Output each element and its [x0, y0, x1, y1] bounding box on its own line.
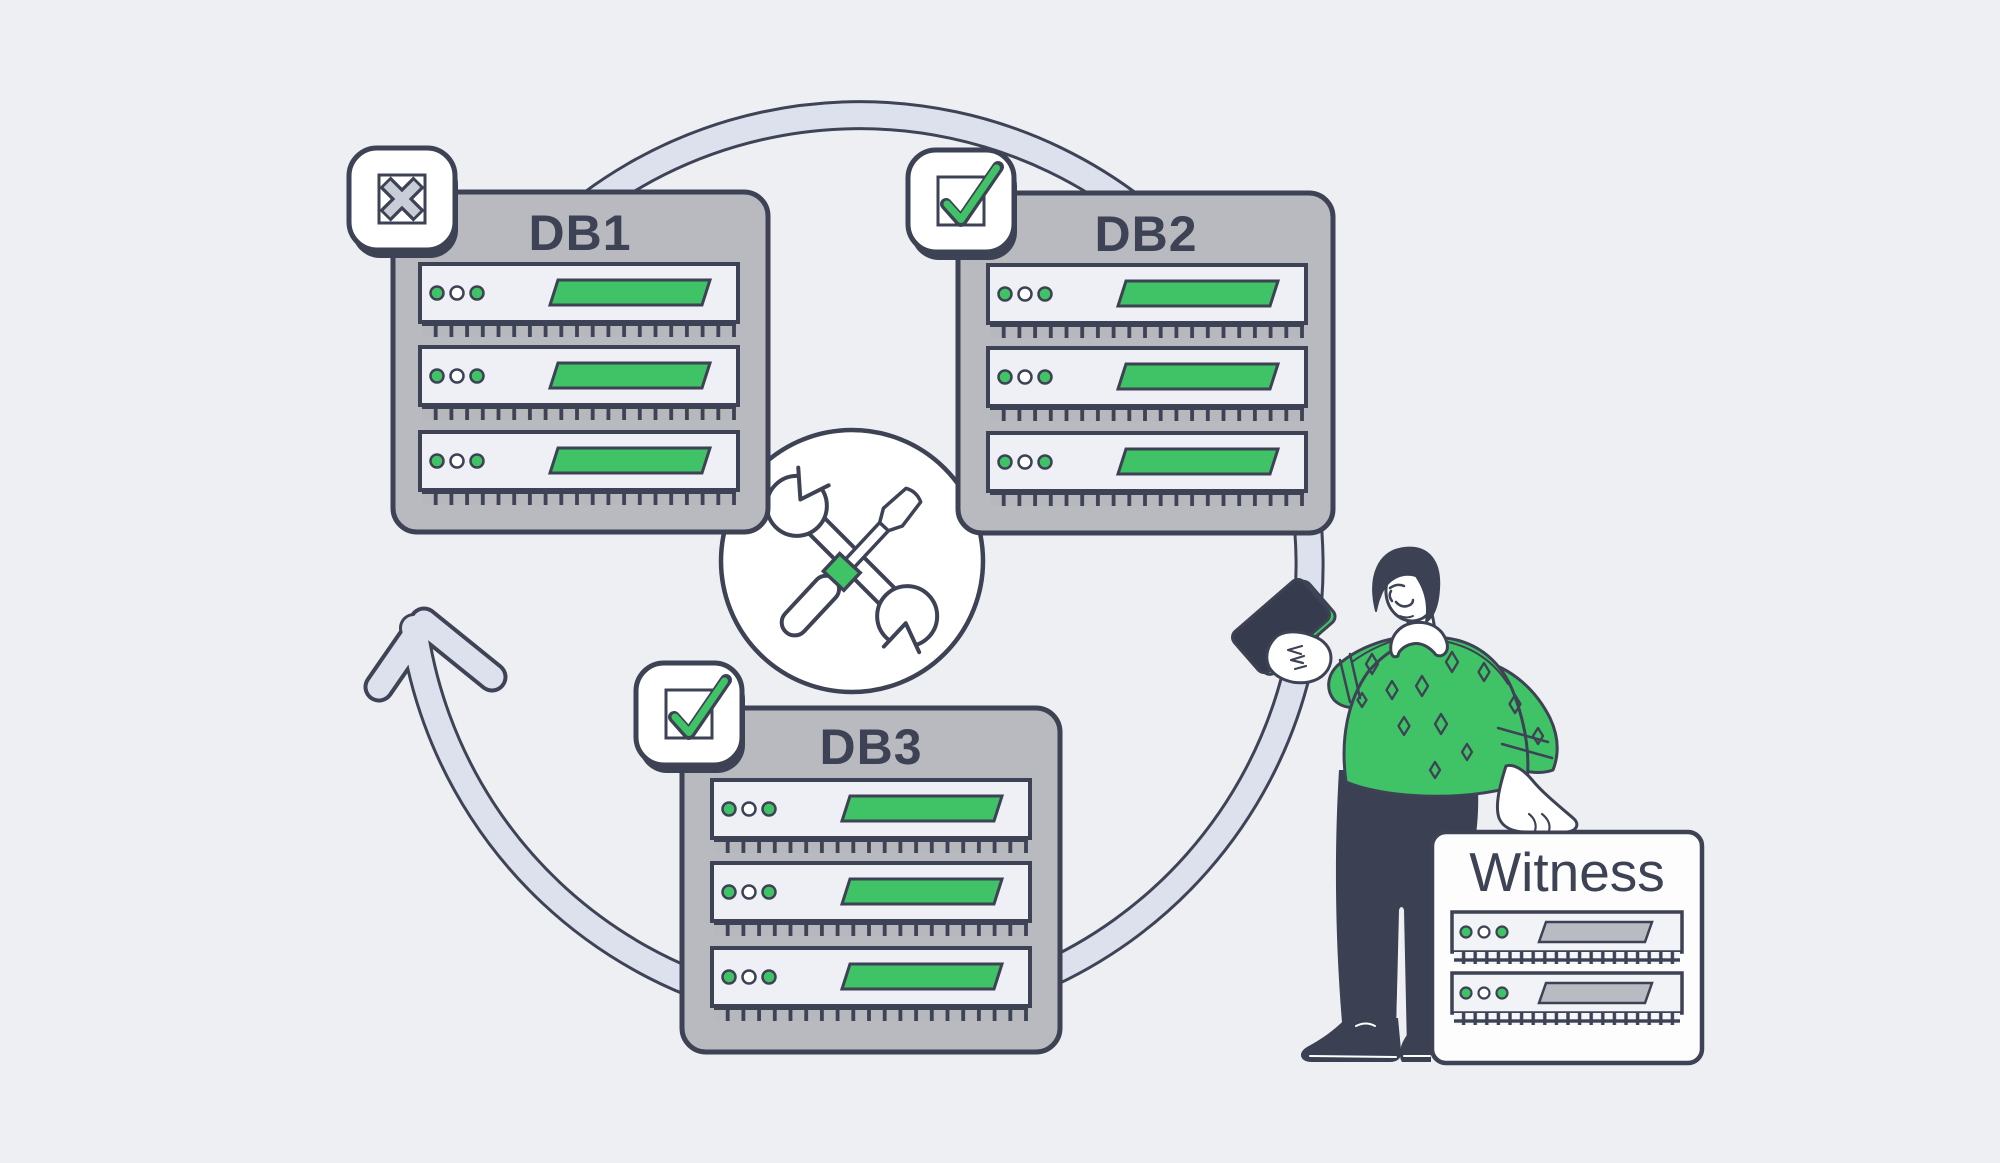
left-hand-fingers [1286, 644, 1308, 671]
status-badge-failed [346, 145, 458, 258]
right-shoe [1399, 1035, 1431, 1062]
status-badge-healthy [633, 660, 745, 773]
hair [1372, 546, 1441, 623]
server-unit [1450, 971, 1684, 1027]
server-unit [710, 778, 1032, 855]
server-unit [418, 262, 740, 339]
sweater-diamond-pattern [1356, 650, 1545, 780]
node-witness: Witness [1429, 829, 1705, 1066]
server-unit [986, 263, 1308, 340]
check-icon [940, 161, 1004, 227]
server-unit [710, 946, 1032, 1023]
server-unit [986, 346, 1308, 423]
db3-title: DB3 [819, 719, 922, 775]
server-unit [418, 345, 740, 422]
server-unit [1450, 910, 1684, 966]
face-details [1388, 583, 1415, 619]
maintenance-emblem [718, 427, 986, 695]
right-hand [1495, 763, 1579, 834]
server-unit [710, 861, 1032, 938]
server-unit [986, 431, 1308, 508]
x-icon [379, 176, 425, 222]
collar [1389, 620, 1449, 659]
left-shoe [1300, 1018, 1402, 1062]
witness-title: Witness [1469, 841, 1665, 903]
wrench-icon [764, 465, 940, 655]
db2-title: DB2 [1094, 206, 1197, 262]
status-badge-healthy [905, 147, 1017, 260]
check-icon [668, 674, 732, 740]
db1-title: DB1 [528, 205, 631, 261]
screwdriver-icon [779, 486, 923, 638]
server-unit [418, 430, 740, 507]
node-db3: DB3 [633, 660, 1063, 1055]
node-db2: DB2 [905, 147, 1336, 536]
node-db1: DB1 [346, 145, 771, 535]
